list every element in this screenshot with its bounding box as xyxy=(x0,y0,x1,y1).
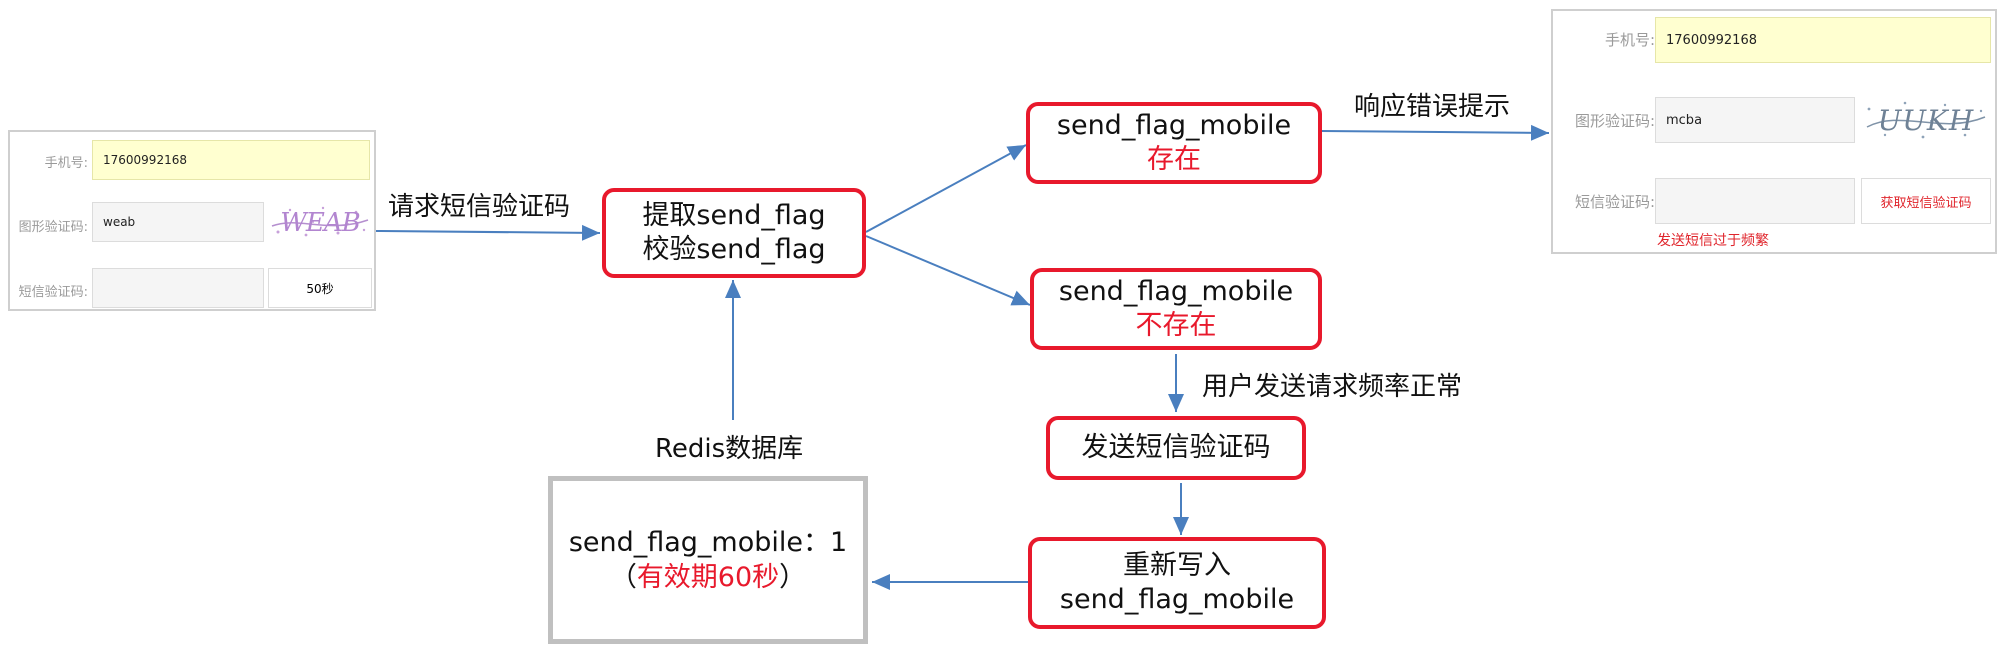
countdown-button[interactable]: 50秒 xyxy=(268,268,372,308)
arrow-request xyxy=(375,224,601,241)
sms-form-error: 手机号: 17600992168 图形验证码: mcba UUKH 短信验证码:… xyxy=(1551,9,1997,254)
captcha-image[interactable]: WEAB xyxy=(268,202,372,242)
phone-label: 手机号: xyxy=(1604,31,1655,49)
captcha-input[interactable]: weab xyxy=(92,202,264,242)
phone-input[interactable]: 17600992168 xyxy=(1655,17,1991,63)
redis-record-box: send_flag_mobile：1 （有效期60秒） xyxy=(548,476,868,644)
phone-input[interactable]: 17600992168 xyxy=(92,140,370,180)
sms-label: 短信验证码: xyxy=(1574,193,1655,211)
arrow-error-response xyxy=(1321,124,1550,141)
get-sms-code-button[interactable]: 获取短信验证码 xyxy=(1861,178,1991,224)
redis-label: Redis数据库 xyxy=(655,434,804,464)
arrow-to-exists xyxy=(865,144,1027,233)
check-send-flag-box: 提取send_flag 校验send_flag xyxy=(602,188,866,278)
sms-input[interactable] xyxy=(1655,178,1855,224)
sms-label: 短信验证码: xyxy=(18,285,88,300)
normal-frequency-label: 用户发送请求频率正常 xyxy=(1202,372,1463,402)
captcha-input[interactable]: mcba xyxy=(1655,97,1855,143)
redis-record-key: send_flag_mobile：1 xyxy=(568,526,848,558)
sms-input[interactable] xyxy=(92,268,264,308)
phone-label: 手机号: xyxy=(44,156,88,171)
captcha-label: 图形验证码: xyxy=(1574,112,1655,130)
flag-exists-box: send_flag_mobile 存在 xyxy=(1026,102,1322,184)
sms-form-countdown: 手机号: 17600992168 图形验证码: weab WEAB 短信验证码:… xyxy=(8,130,376,311)
captcha-text: UUKH xyxy=(1878,104,1975,137)
error-response-label: 响应错误提示 xyxy=(1354,92,1511,122)
captcha-label: 图形验证码: xyxy=(18,220,88,235)
arrow-to-not-exists xyxy=(865,235,1031,306)
error-message: 发送短信过于频繁 xyxy=(1657,233,1769,249)
send-sms-box: 发送短信验证码 xyxy=(1046,416,1306,480)
captcha-text: WEAB xyxy=(280,208,360,238)
flag-not-exists-box: send_flag_mobile 不存在 xyxy=(1030,268,1322,350)
redis-record-expiry: （有效期60秒） xyxy=(609,562,807,593)
request-label: 请求短信验证码 xyxy=(388,192,571,222)
captcha-image[interactable]: UUKH xyxy=(1861,97,1991,143)
rewrite-flag-box: 重新写入 send_flag_mobile xyxy=(1028,537,1326,629)
